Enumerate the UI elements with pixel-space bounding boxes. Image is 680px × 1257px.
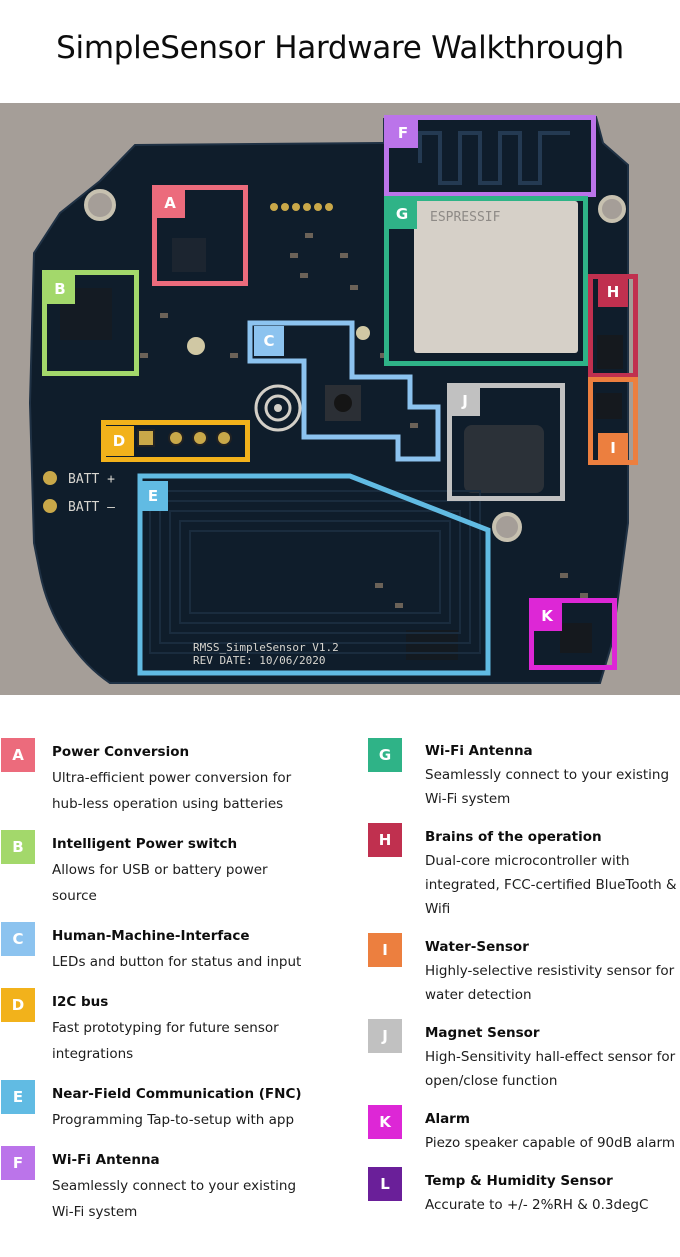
legend-title: I2C bus bbox=[52, 994, 109, 1010]
callout-d-box bbox=[101, 420, 250, 462]
legend-desc: Seamlessly connect to your existing Wi-F… bbox=[52, 1178, 297, 1220]
badge-l: L bbox=[368, 1167, 402, 1201]
legend-desc: Dual-core microcontroller with integrate… bbox=[425, 853, 677, 917]
callout-c-tag: C bbox=[254, 326, 284, 356]
badge-d: D bbox=[1, 988, 35, 1022]
legend-title: Magnet Sensor bbox=[425, 1025, 540, 1041]
callout-h-tag: H bbox=[598, 277, 628, 307]
legend-desc: Piezo speaker capable of 90dB alarm bbox=[425, 1135, 676, 1151]
callout-i-tag: I bbox=[598, 433, 628, 463]
pcb-photo: ESPRESSIF BATT + BATT – bbox=[0, 103, 680, 695]
legend-desc: Accurate to +/- 2%RH & 0.3degC bbox=[425, 1197, 649, 1213]
callout-k-tag: K bbox=[532, 601, 562, 631]
legend-title: Near-Field Communication (FNC) bbox=[52, 1086, 302, 1102]
silk-board-name: RMSS_SimpleSensor V1.2 bbox=[193, 641, 339, 654]
callout-h-box bbox=[588, 274, 638, 378]
callout-a-tag: A bbox=[155, 188, 185, 218]
badge-k: K bbox=[368, 1105, 402, 1139]
legend-title: Power Conversion bbox=[52, 744, 190, 760]
callout-b-box bbox=[42, 270, 139, 376]
badge-a: A bbox=[1, 738, 35, 772]
badge-j: J bbox=[368, 1019, 402, 1053]
legend-desc: Ultra-efficient power conversion for hub… bbox=[52, 770, 292, 812]
legend-desc: Seamlessly connect to your existing Wi-F… bbox=[425, 767, 670, 807]
silk-batt-plus: BATT + bbox=[68, 472, 115, 487]
callout-j-box bbox=[447, 383, 565, 501]
legend-title: Temp & Humidity Sensor bbox=[425, 1173, 613, 1189]
module-text: ESPRESSIF bbox=[430, 210, 501, 225]
callout-d-tag: D bbox=[104, 426, 134, 456]
callout-k-box bbox=[529, 598, 617, 670]
legend-title: Water-Sensor bbox=[425, 939, 529, 955]
badge-i: I bbox=[368, 933, 402, 967]
legend-desc: LEDs and button for status and input bbox=[52, 954, 302, 970]
badge-c: C bbox=[1, 922, 35, 956]
legend-desc: Highly-selective resistivity sensor for … bbox=[425, 963, 675, 1003]
legend-desc: Allows for USB or battery power source bbox=[52, 862, 268, 904]
silk-rev-date: REV DATE: 10/06/2020 bbox=[193, 654, 325, 667]
pcb-board: ESPRESSIF BATT + BATT – bbox=[28, 115, 629, 684]
legend-title: Alarm bbox=[425, 1111, 470, 1127]
badge-g: G bbox=[368, 738, 402, 772]
callout-b-tag: B bbox=[45, 274, 75, 304]
badge-b: B bbox=[1, 830, 35, 864]
callout-f-tag: F bbox=[388, 118, 418, 148]
badge-h: H bbox=[368, 823, 402, 857]
callout-e-tag: E bbox=[138, 481, 168, 511]
badge-e: E bbox=[1, 1080, 35, 1114]
legend-desc: Programming Tap-to-setup with app bbox=[52, 1112, 295, 1128]
legend-title: Intelligent Power switch bbox=[52, 836, 238, 852]
callout-f-box bbox=[384, 115, 596, 197]
legend-desc: High-Sensitivity hall-effect sensor for … bbox=[425, 1049, 676, 1089]
callout-a-box bbox=[152, 185, 248, 286]
silk-batt-minus: BATT – bbox=[68, 500, 115, 515]
legend-title: Wi-Fi Antenna bbox=[425, 743, 533, 759]
legend-title: Brains of the operation bbox=[425, 829, 602, 845]
callout-c-outline bbox=[137, 320, 491, 676]
legend-title: Wi-Fi Antenna bbox=[52, 1152, 160, 1168]
callout-g-tag: G bbox=[387, 199, 417, 229]
callout-j-tag: J bbox=[450, 386, 480, 416]
page-title: SimpleSensor Hardware Walkthrough bbox=[56, 30, 624, 66]
legend-title: Human-Machine-Interface bbox=[52, 928, 250, 944]
callout-g-box bbox=[384, 196, 588, 366]
legend-desc: Fast prototyping for future sensor integ… bbox=[52, 1020, 279, 1062]
badge-f: F bbox=[1, 1146, 35, 1180]
